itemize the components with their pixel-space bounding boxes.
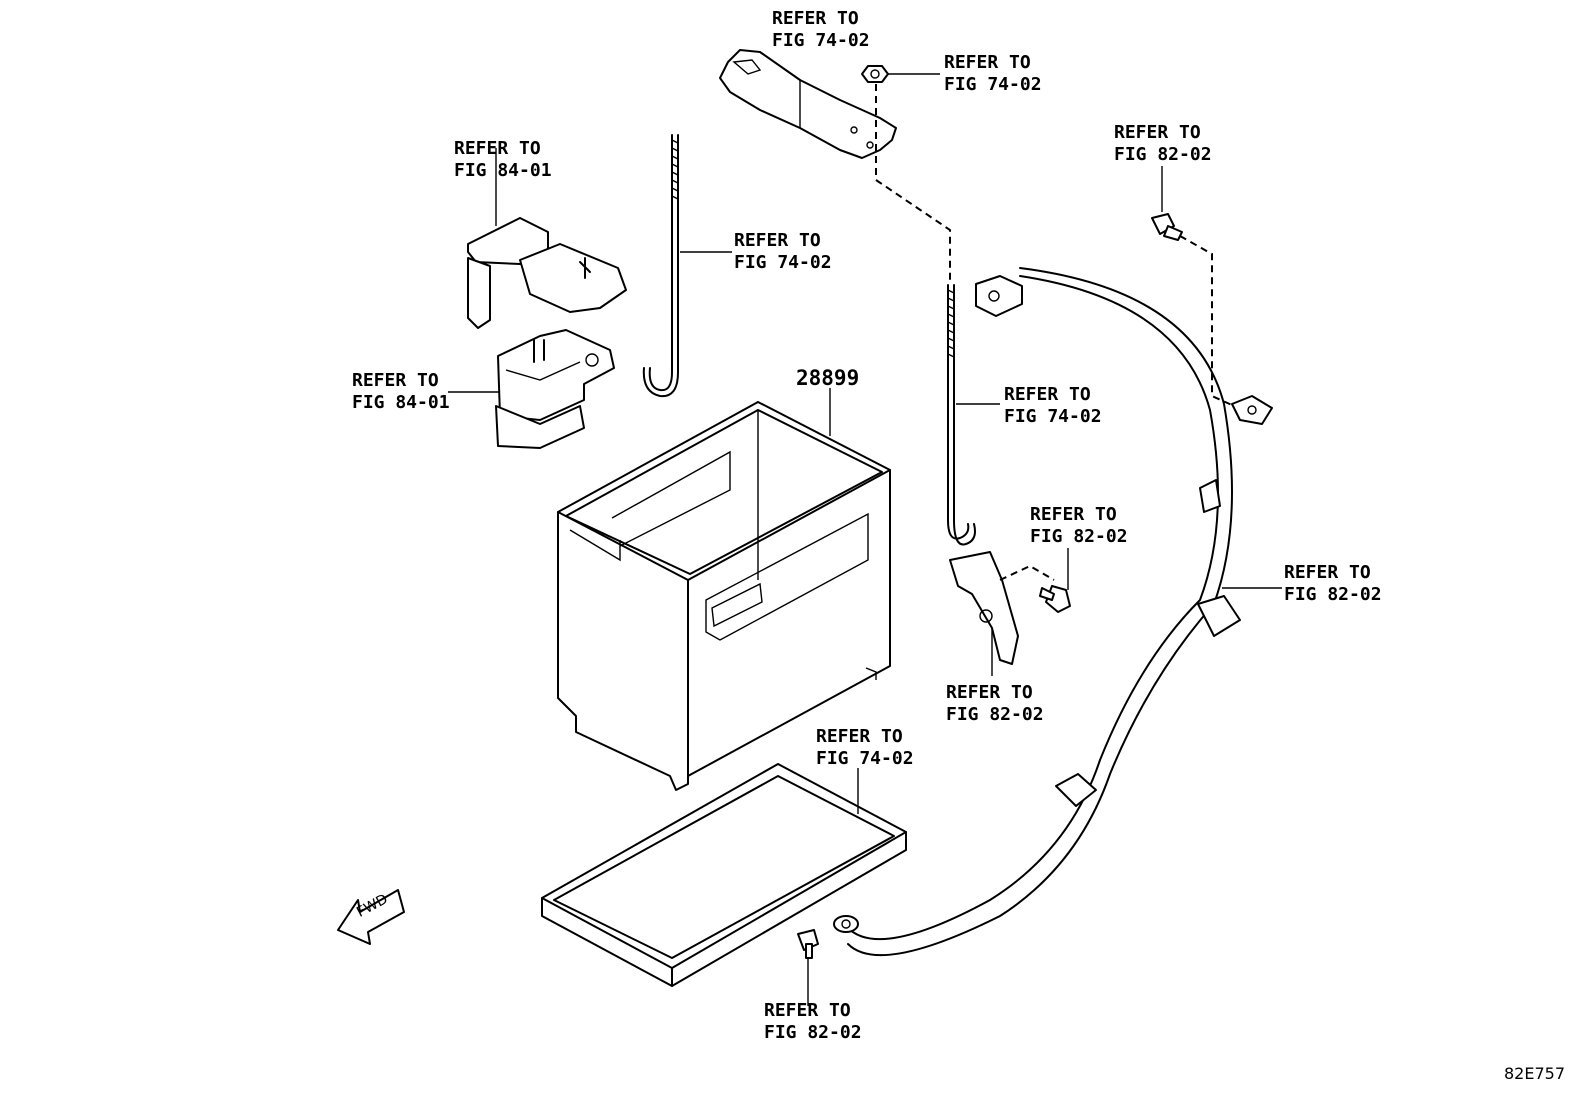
ground-bracket — [949, 551, 1055, 665]
figure-id: 82E757 — [1504, 1064, 1566, 1083]
negative-battery-cable — [833, 267, 1241, 957]
clamp-nut — [861, 65, 889, 83]
forward-arrow — [337, 889, 405, 945]
cable-terminal-clamp — [975, 275, 1023, 317]
hold-down-j-bolt-right — [947, 284, 976, 546]
battery-tray — [541, 763, 907, 987]
bracket-bolt — [1151, 213, 1183, 241]
bracket-small-bolt — [1039, 585, 1071, 613]
battery-box-part-number: 28899 — [796, 366, 860, 390]
cable-bracket-eyelet — [1231, 395, 1273, 425]
fusible-link-block — [495, 329, 615, 449]
positive-terminal-cover — [467, 217, 627, 329]
hold-down-j-bolt-left — [642, 134, 679, 398]
battery-clamp-bar — [719, 49, 897, 159]
battery-box — [557, 401, 891, 791]
ground-bolt — [797, 929, 819, 959]
